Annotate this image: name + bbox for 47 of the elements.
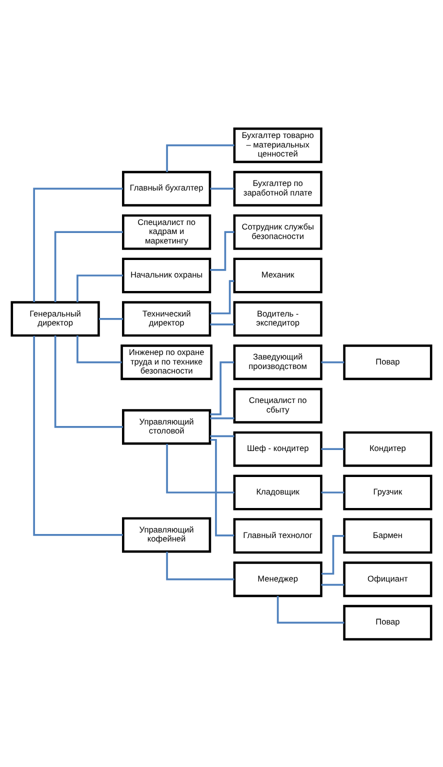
connector (210, 323, 234, 325)
connector (33, 335, 123, 536)
connector (210, 416, 234, 419)
node-box: Кондитер (343, 430, 432, 466)
connector (210, 434, 234, 437)
node-box: Грузчик (343, 474, 432, 510)
node-box: Бухгалтер по заработной плате (233, 170, 322, 206)
node-box: Управляющий кофейней (122, 516, 212, 552)
node-box: Инженер по охране труда и по технике безопасности (120, 344, 212, 380)
node-box: Генеральный директор (10, 300, 100, 336)
connector (321, 583, 344, 586)
node-box: Бухгалтер товарно – материальных ценностей (233, 127, 322, 163)
node-box: Главный бухгалтер (122, 170, 212, 206)
node-box: Сотрудник службы безопасности (233, 214, 322, 250)
connector (321, 448, 344, 450)
node-box: Бармен (343, 518, 432, 554)
node-box: Шеф - кондитер (233, 430, 322, 466)
connector (166, 443, 234, 493)
connector (210, 280, 234, 314)
node-box: Специалист по сбыту (233, 387, 322, 423)
node-box: Механик (233, 257, 322, 293)
connector (98, 317, 124, 320)
node-box: Технический директор (122, 300, 212, 336)
node-box: Менеджер (233, 561, 322, 597)
connector (210, 187, 234, 190)
node-box: Водитель - экспедитор (233, 300, 322, 336)
node-box: Кладовщик (233, 474, 322, 510)
connector (54, 335, 123, 428)
connector (166, 144, 234, 172)
connector (321, 534, 344, 574)
node-box: Заведующий производством (233, 344, 322, 380)
node-box: Специалист по кадрам и маркетингу (122, 214, 212, 250)
connector (210, 438, 234, 536)
connector (76, 274, 124, 302)
connector (166, 551, 234, 580)
connector (321, 360, 344, 363)
connector (321, 491, 344, 493)
connector (276, 595, 344, 624)
node-box: Управляющий столовой (122, 408, 212, 444)
connector (33, 187, 123, 302)
connector (76, 335, 122, 363)
node-box: Официант (343, 561, 432, 597)
node-box: Повар (343, 344, 432, 380)
node-box: Начальник охраны (122, 257, 212, 293)
node-box: Повар (343, 604, 432, 640)
node-box: Главный технолог (233, 518, 322, 554)
connector (54, 230, 123, 302)
